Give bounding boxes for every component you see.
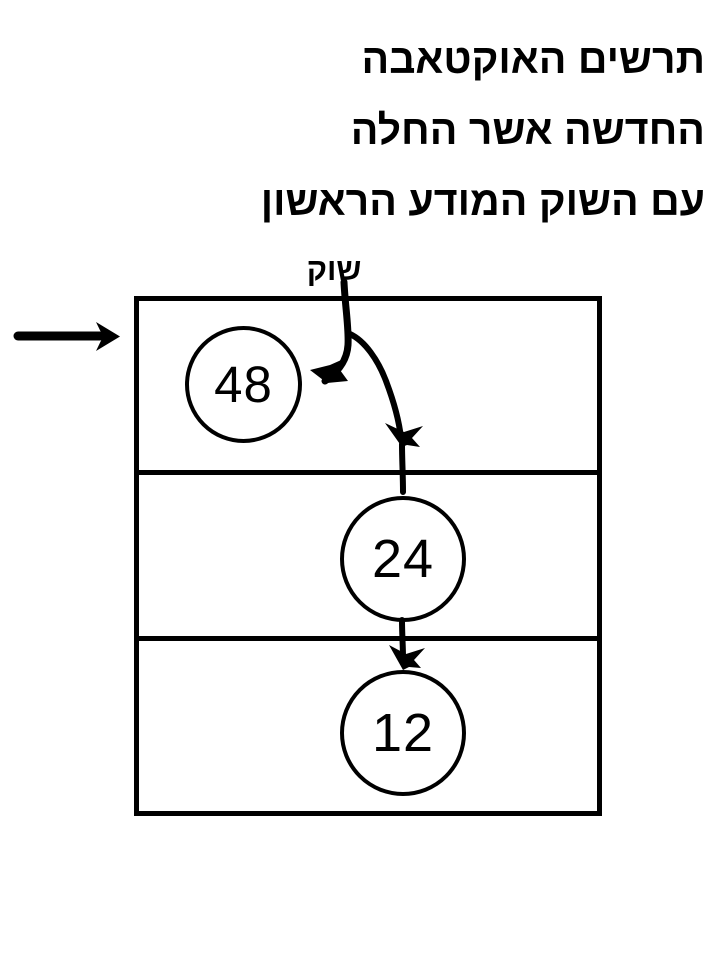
row-divider-2	[134, 636, 602, 641]
market-label: שוק	[306, 252, 362, 287]
title-line-3: עם השוק המודע הראשון	[260, 178, 705, 224]
title-line-2: החדשה אשר החלה	[350, 107, 705, 153]
incoming-arrow-icon	[13, 322, 120, 351]
page-title: תרשים האוקטאבה החדשה אשר החלה עם השוק המ…	[0, 24, 705, 237]
note-circle-12[interactable]: 12	[340, 670, 466, 796]
octave-table	[134, 296, 602, 816]
note-circle-48[interactable]: 48	[185, 326, 302, 443]
row-divider-1	[134, 470, 602, 475]
note-circle-24[interactable]: 24	[340, 496, 466, 622]
title-line-1: תרשים האוקטאבה	[361, 36, 705, 82]
